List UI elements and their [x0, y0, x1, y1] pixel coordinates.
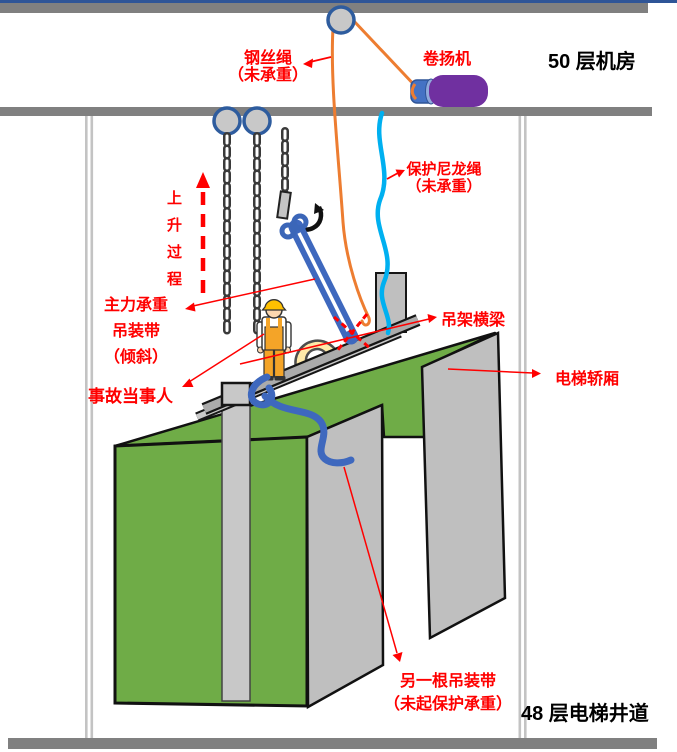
car-front-face [113, 435, 309, 708]
leader-wire-rope [303, 56, 332, 68]
leader-other-strap [343, 466, 403, 662]
guide-rail-column [221, 399, 251, 702]
car-label: 电梯轿厢 [555, 371, 620, 388]
crossbeam-label: 吊架横梁 [441, 312, 506, 329]
machine-room-label: 50 层机房 [548, 51, 636, 73]
shaft-right-wall [518, 116, 527, 738]
hook-clevis [276, 190, 292, 220]
main-lifting-strap [279, 213, 359, 345]
strap-failure-mark [333, 313, 372, 352]
car-near-side-panel [305, 403, 385, 710]
machine-room-floor [0, 107, 652, 116]
leader-main-strap [185, 278, 316, 312]
ceiling-slab [0, 3, 648, 13]
other-strap-label: 另一根吊装带（未起保护承重） [383, 673, 512, 713]
nylon-rope-label: 保护尼龙绳（未承重） [406, 161, 482, 195]
rising-process-label: 上升过程 [165, 190, 182, 298]
top-pulley [326, 5, 356, 35]
shaft-bottom-floor [8, 738, 657, 749]
ceiling-line [0, 0, 677, 13]
shaft-label: 48 层电梯井道 [521, 703, 649, 725]
column-top-box [220, 381, 252, 407]
worker [256, 299, 292, 381]
nylon-rope [375, 110, 392, 336]
leader-crossbeam [239, 314, 437, 365]
victim-label: 事故当事人 [88, 387, 173, 406]
chain-hoist [212, 106, 324, 337]
wire-rope [330, 17, 421, 327]
leader-victim [182, 333, 265, 387]
elevator-car [113, 331, 507, 710]
winch [410, 75, 488, 107]
leader-car [447, 368, 541, 378]
hoist-pulley-right [242, 106, 272, 136]
hook-tip [314, 203, 324, 214]
hoist-pulley-left [212, 106, 242, 136]
worker-bib [264, 326, 284, 352]
shaft-left-wall [85, 116, 94, 738]
leader-nylon-rope [386, 169, 405, 180]
rising-arrow [196, 172, 210, 297]
winch-label: 卷扬机 [422, 51, 471, 68]
car-far-side-panel [420, 331, 507, 641]
worker-helmet-icon [261, 299, 287, 311]
main-strap-label: 主力承重吊装带（倾斜） [103, 297, 168, 366]
loose-lifting-strap [247, 373, 355, 467]
wire-rope-label: 钢丝绳（未承重） [227, 50, 308, 84]
